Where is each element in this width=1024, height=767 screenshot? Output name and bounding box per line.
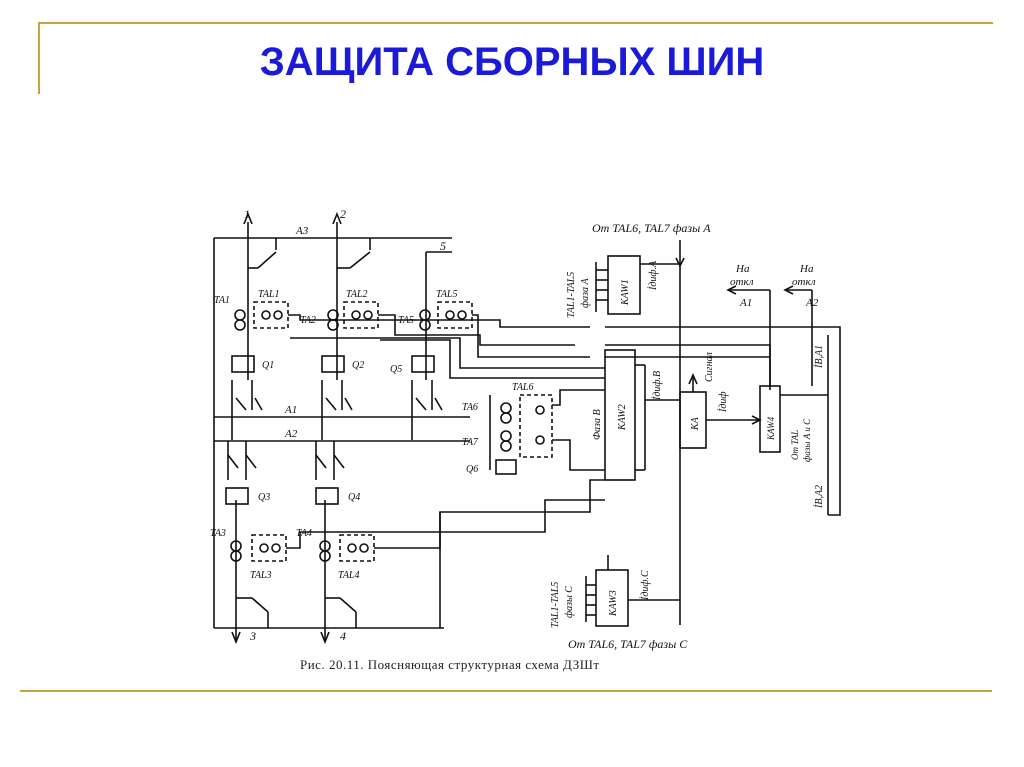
q1-breaker [231,355,255,373]
label-tal-phase-a-1: TAL1-TAL5 [566,272,577,318]
arrow-line-4 [320,631,330,645]
label-idif: İдиф [717,392,729,414]
arrow-line-3 [231,631,241,645]
label-a2-bus: A2 [284,428,298,440]
label-trip1-1: На [735,263,750,275]
ta5-transformer [419,301,473,331]
q6-breaker [495,459,517,475]
label-ka: KA [690,416,701,431]
q5-breaker [411,355,435,373]
label-ta4: TA4 [296,528,312,539]
kaw1-relay [607,255,641,315]
arrow-line-1 [243,211,253,225]
label-tal-phase-c-2: фазы C [564,586,575,618]
label-q3: Q3 [258,492,270,503]
label-q4: Q4 [348,492,360,503]
label-trip2-1: На [799,263,814,275]
bottom-rule [20,690,992,692]
ta2-transformer [327,301,379,331]
label-from-phase-c: От TAL6, TAL7 фазы C [568,637,688,651]
label-a3: A3 [295,225,309,237]
switch-top-2 [349,251,371,269]
top-rule [38,22,993,24]
kaw2-relay [604,349,636,481]
label-q2: Q2 [352,360,364,371]
label-tal-phase-a-2: фаза A [580,277,591,308]
label-kaw2: KAW2 [617,404,628,431]
label-phase-b: Фаза B [592,409,603,440]
label-q1: Q1 [262,360,274,371]
label-ta7: TA7 [462,437,479,448]
slide-title: ЗАЩИТА СБОРНЫХ ШИН [259,40,765,84]
label-trip2-3: A2 [805,297,819,309]
ta1-transformer [234,301,289,331]
switch-top-1 [257,251,277,269]
label-ta3: TA3 [210,528,226,539]
label-q5: Q5 [390,364,402,375]
label-trip2-2: откл [792,276,816,288]
label-q6: Q6 [466,464,478,475]
label-signal: Сигнал [704,351,715,382]
q3-breaker [225,487,249,505]
label-from-tal-2: фазы A и C [802,418,812,462]
ta4-transformer [319,534,375,562]
label-ta1: TA1 [214,295,230,306]
label-idif-c: İдиф.C [639,570,651,601]
label-ib-a2: İB,A2 [813,485,825,509]
label-tal1: TAL1 [258,289,280,300]
label-tal6: TAL6 [512,382,534,393]
label-idif-a: İдиф.A [647,260,659,291]
q4-breaker [315,487,339,505]
label-line2: 2 [340,207,346,221]
q2-breaker [321,355,345,373]
label-kaw4: KAW4 [766,416,776,441]
label-trip1-2: откл [730,276,754,288]
label-tal-phase-c-1: TAL1-TAL5 [550,582,561,628]
label-line3: 3 [249,629,256,643]
label-ta6: TA6 [462,402,478,413]
label-tal5: TAL5 [436,289,458,300]
label-tal4: TAL4 [338,570,360,581]
arrow-line-2 [332,211,342,225]
label-ta5: TA5 [398,315,414,326]
label-trip1-3: A1 [739,297,752,309]
label-idif-b: İдиф.B [651,371,663,401]
figure-caption: Рис. 20.11. Поясняющая структурная схема… [300,657,600,672]
ta3-transformer [230,534,287,562]
label-line5: 5 [440,239,446,253]
label-a1-bus: A1 [284,404,297,416]
label-kaw3: KAW3 [608,590,619,617]
label-line1: 1 [244,207,250,221]
label-tal2: TAL2 [346,289,368,300]
label-from-phase-a: От TAL6, TAL7 фазы A [592,221,711,235]
label-line4: 4 [340,629,346,643]
label-ib-a1: İB,A1 [813,345,825,369]
left-rule [38,22,40,94]
label-tal3: TAL3 [250,570,272,581]
label-from-tal-1: От TAL [790,430,800,460]
label-kaw1: KAW1 [620,279,631,306]
label-ta2: TA2 [300,315,316,326]
kaw3-relay [595,569,629,627]
ta6-ta7-coupler [489,394,553,475]
